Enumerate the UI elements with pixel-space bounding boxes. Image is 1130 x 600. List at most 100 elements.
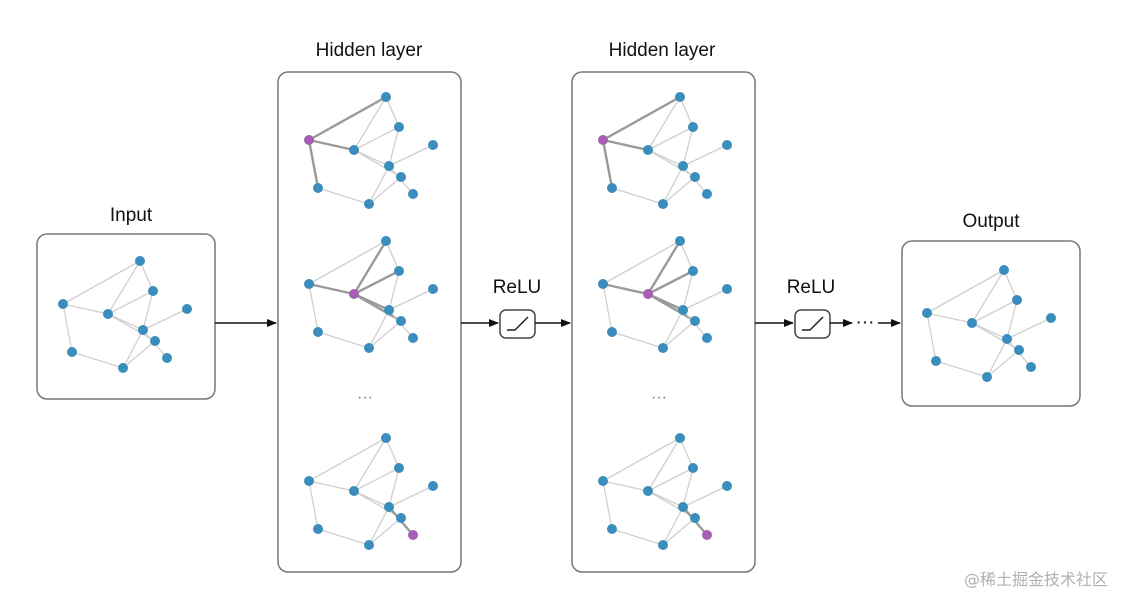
graph-edge	[308, 437, 387, 482]
graph-edge	[353, 467, 400, 492]
graph-edge	[385, 96, 400, 128]
graph-node	[364, 540, 374, 550]
graph-node	[678, 502, 688, 512]
graph-edge	[971, 299, 1018, 324]
graph-node	[688, 463, 698, 473]
graph-edge	[368, 176, 402, 205]
graph-edge	[971, 322, 1020, 351]
hidden2-graph-c	[598, 433, 732, 550]
graph-node	[396, 316, 406, 326]
graph-edge	[679, 240, 694, 272]
graph-node	[598, 476, 608, 486]
hidden-layer-1-label: Hidden layer	[316, 40, 423, 61]
graph-edge	[385, 437, 400, 469]
graph-edge	[142, 308, 188, 331]
graph-edge	[647, 467, 694, 492]
graph-edge-highlighted	[647, 292, 696, 323]
graph-node	[396, 513, 406, 523]
graph-node	[58, 299, 68, 309]
graph-edge	[662, 517, 696, 546]
graph-edge	[679, 437, 694, 469]
graph-edge	[602, 240, 681, 285]
graph-node	[658, 540, 668, 550]
graph-edge	[926, 312, 973, 324]
graph-edge	[682, 288, 728, 311]
graph-node	[607, 183, 617, 193]
graph-edge	[62, 303, 109, 315]
hidden1-graph-a	[304, 92, 438, 209]
graph-edge	[662, 309, 684, 349]
graph-node	[658, 343, 668, 353]
graph-edge	[308, 480, 355, 492]
graph-edge	[317, 331, 370, 349]
graph-node	[349, 486, 359, 496]
graph-node	[688, 266, 698, 276]
graph-node	[675, 92, 685, 102]
relu-box-1	[499, 309, 536, 339]
graph-edge	[647, 126, 694, 151]
graph-edge	[107, 290, 154, 315]
graph-edge	[682, 485, 728, 508]
graph-edge	[388, 485, 434, 508]
graph-node	[598, 279, 608, 289]
graph-node	[428, 481, 438, 491]
graph-edge	[662, 506, 684, 546]
graph-node	[1026, 362, 1036, 372]
graph-node	[394, 122, 404, 132]
graph-edge	[647, 437, 681, 492]
graph-node-highlighted	[304, 135, 314, 145]
graph-edge	[662, 165, 684, 205]
graph-edge	[353, 126, 400, 151]
graph-edge-highlighted	[352, 240, 388, 295]
relu-2-label: ReLU	[787, 277, 836, 298]
graph-edge	[308, 240, 387, 285]
graph-node	[999, 265, 1009, 275]
graph-node	[722, 284, 732, 294]
graph-edge	[682, 144, 728, 167]
graph-edge	[611, 528, 664, 546]
graph-node	[364, 199, 374, 209]
graph-edge	[611, 187, 664, 205]
graph-node	[394, 266, 404, 276]
graph-edge	[986, 338, 1008, 378]
graph-node	[658, 199, 668, 209]
graph-node	[675, 236, 685, 246]
graph-edge	[602, 480, 649, 492]
graph-edge	[71, 351, 124, 369]
ellipsis-hidden-2: ···	[651, 389, 667, 406]
graph-edge	[385, 240, 400, 272]
graph-node	[118, 363, 128, 373]
graph-node	[643, 145, 653, 155]
relu-1-label: ReLU	[493, 277, 542, 298]
graph-node	[678, 305, 688, 315]
graph-edge	[679, 96, 694, 128]
graph-node	[428, 140, 438, 150]
graph-edge	[1006, 299, 1018, 340]
graph-node	[702, 189, 712, 199]
graph-edge	[388, 270, 400, 311]
graph-node	[150, 336, 160, 346]
graph-edge-highlighted	[602, 138, 649, 152]
graph-node	[148, 286, 158, 296]
graph-node	[67, 347, 77, 357]
graph-edge	[926, 269, 1005, 314]
graph-edge	[62, 303, 73, 353]
graph-node	[690, 513, 700, 523]
graph-edge	[662, 176, 696, 205]
watermark: @稀土掘金技术社区	[963, 570, 1108, 589]
relu-box-2	[794, 309, 831, 339]
graph-edge-highlighted	[353, 292, 402, 323]
graph-node	[722, 481, 732, 491]
graph-edge	[308, 283, 319, 333]
graph-node	[1014, 345, 1024, 355]
graph-node	[364, 343, 374, 353]
hidden1-graph-c	[304, 433, 438, 550]
graph-edge	[935, 360, 988, 378]
graph-edge	[682, 270, 694, 311]
graph-edge-highlighted	[353, 269, 400, 296]
graph-edge	[368, 517, 402, 546]
graph-edge	[308, 480, 319, 530]
graph-edge	[1003, 269, 1018, 301]
graph-node-highlighted	[702, 530, 712, 540]
